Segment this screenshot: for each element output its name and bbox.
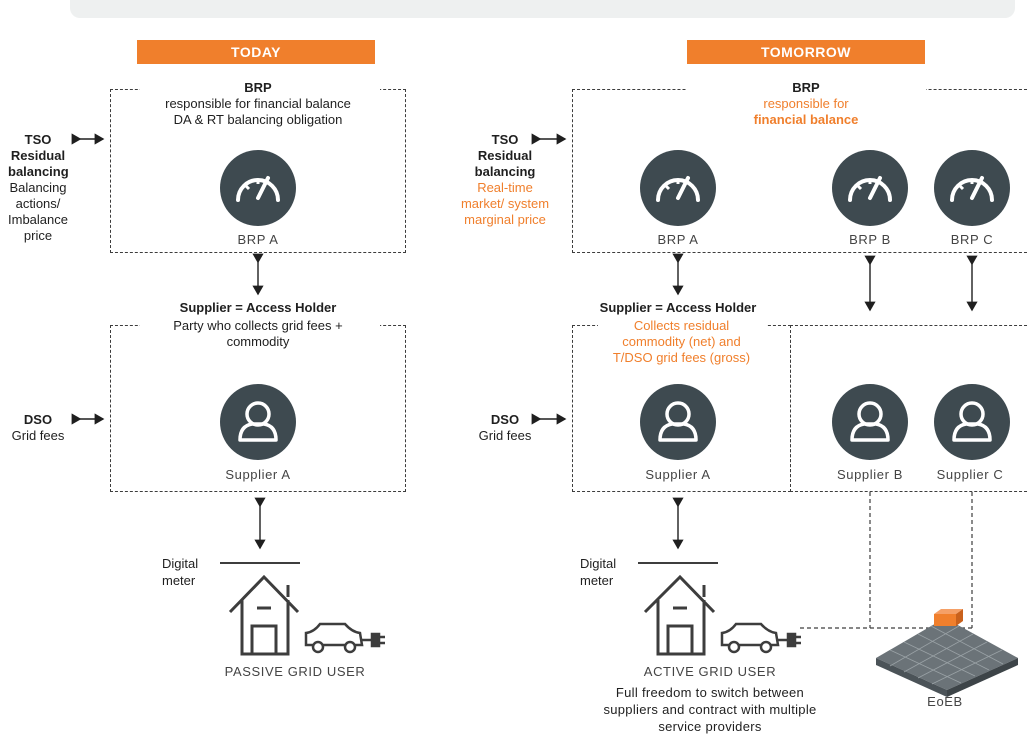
today-brp-desc2: DA & RT balancing obligation <box>173 112 343 127</box>
passive-grid-user-label: PASSIVE GRID USER <box>224 664 366 679</box>
brp-a-label: BRP A <box>657 232 699 247</box>
tomorrow-banner: TOMORROW <box>687 40 925 64</box>
active-grid-user-desc: Full freedom to switch between suppliers… <box>603 685 817 734</box>
tomorrow-supplier-desc2: commodity (net) and <box>622 334 741 349</box>
today-tso: TSO Residual balancing Balancing actions… <box>8 132 69 243</box>
supplier-b-label: Supplier B <box>837 467 903 482</box>
tomorrow-brp-title: BRP <box>792 80 820 95</box>
top-band <box>70 0 1015 18</box>
tomorrow-brp-desc2: financial balance <box>753 112 859 127</box>
today-supplier-desc1: Party who collects grid fees + <box>173 318 343 333</box>
today-brp-desc1: responsible for financial balance <box>165 96 351 111</box>
today-supplier-desc2: commodity <box>226 334 290 349</box>
tomorrow-supplier-desc3: T/DSO grid fees (gross) <box>612 350 751 365</box>
tomorrow-supplier-bc-box <box>790 325 1029 492</box>
today-banner: TODAY <box>137 40 375 64</box>
supplier-a-user-icon <box>640 384 716 460</box>
house-active-icon <box>643 574 716 656</box>
car-icon-2 <box>720 622 801 654</box>
supplier-a-label: Supplier A <box>645 467 711 482</box>
tomorrow-brp-desc1: responsible for <box>763 96 849 111</box>
brp-a-gauge-icon <box>640 150 716 226</box>
active-grid-user-label: ACTIVE GRID USER <box>643 664 777 679</box>
tomorrow-supplier-title: Supplier = Access Holder <box>599 300 757 315</box>
house-passive-icon <box>228 574 300 656</box>
supplier-c-label: Supplier C <box>936 467 1004 482</box>
today-brp-label: BRP A <box>237 232 279 247</box>
brp-b-gauge-icon <box>832 150 908 226</box>
today-supplier-title: Supplier = Access Holder <box>179 300 337 315</box>
today-supplier-user-icon <box>220 384 296 460</box>
brp-c-label: BRP C <box>950 232 994 247</box>
today-supplier-label: Supplier A <box>225 467 291 482</box>
tomorrow-dso: DSO Grid fees <box>478 412 532 443</box>
today-brp-title: BRP <box>244 80 272 95</box>
brp-b-label: BRP B <box>849 232 891 247</box>
supplier-c-user-icon <box>934 384 1010 460</box>
today-dso: DSO Grid fees <box>11 412 65 443</box>
eoeb-label: EoEB <box>927 694 963 709</box>
eoeb-grid-icon <box>876 609 1018 697</box>
car-icon-1 <box>304 622 385 654</box>
today-brp-gauge-icon <box>220 150 296 226</box>
brp-c-gauge-icon <box>934 150 1010 226</box>
tomorrow-tso: TSO Residual balancing Real-time market/… <box>460 132 550 227</box>
tomorrow-supplier-desc1: Collects residual <box>633 318 730 333</box>
supplier-b-user-icon <box>832 384 908 460</box>
